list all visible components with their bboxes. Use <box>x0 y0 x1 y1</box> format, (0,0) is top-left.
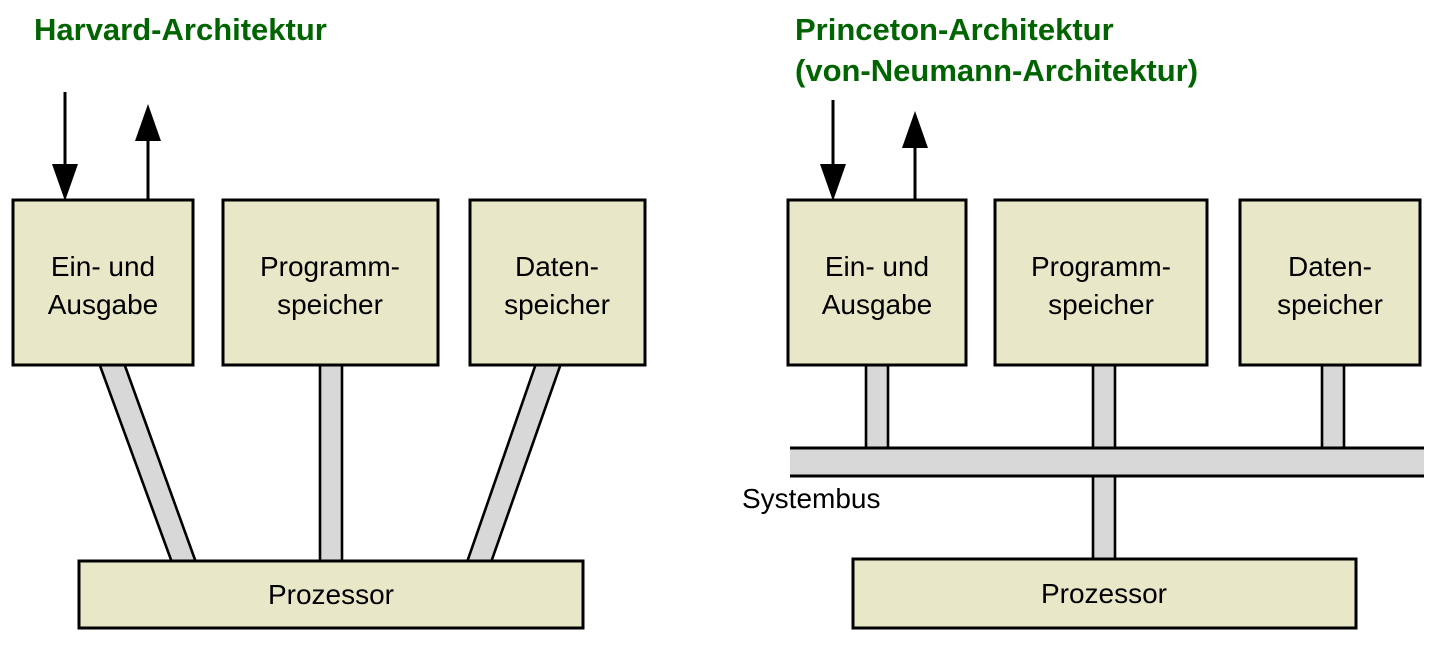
harvard-diagram: Harvard-Architektur Ein- und Ausgabe <box>11 12 647 630</box>
princeton-title-line1: Princeton-Architektur <box>795 12 1114 47</box>
princeton-title-line2: (von-Neumann-Architektur) <box>795 53 1198 88</box>
princeton-system-bus <box>790 446 1424 478</box>
harvard-processor-label: Prozessor <box>268 579 394 610</box>
princeton-stub-processor <box>1091 468 1117 567</box>
princeton-processor-label: Prozessor <box>1041 578 1167 609</box>
harvard-input-arrow <box>52 92 78 201</box>
harvard-bus-progmem <box>318 350 344 570</box>
princeton-stub-io <box>864 350 890 459</box>
princeton-stub-datamem <box>1320 350 1346 459</box>
harvard-bus-io <box>93 350 200 570</box>
princeton-box-datamem: Daten- speicher <box>1238 198 1422 367</box>
princeton-box-io-label-line1: Ein- und <box>825 251 929 282</box>
princeton-processor: Prozessor <box>851 557 1358 630</box>
harvard-bus-datamem <box>463 350 567 570</box>
harvard-box-io: Ein- und Ausgabe <box>11 198 195 367</box>
princeton-box-datamem-label-line2: speicher <box>1277 289 1383 320</box>
harvard-box-io-label-line2: Ausgabe <box>48 289 159 320</box>
princeton-input-arrow <box>820 100 846 201</box>
harvard-box-io-label-line1: Ein- und <box>51 251 155 282</box>
princeton-system-bus-label: Systembus <box>742 483 881 514</box>
princeton-diagram: Princeton-Architektur (von-Neumann-Archi… <box>742 12 1424 630</box>
harvard-box-datamem-label-line1: Daten- <box>515 251 599 282</box>
princeton-output-arrow <box>902 111 928 201</box>
harvard-box-datamem-label-line2: speicher <box>504 289 610 320</box>
princeton-box-io-label-line2: Ausgabe <box>822 289 933 320</box>
princeton-box-progmem-label-line1: Programm- <box>1031 251 1171 282</box>
harvard-box-progmem: Programm- speicher <box>221 198 440 367</box>
harvard-output-arrow <box>135 104 161 201</box>
princeton-box-progmem-label-line2: speicher <box>1048 289 1154 320</box>
princeton-box-progmem: Programm- speicher <box>993 198 1209 367</box>
princeton-box-datamem-label-line1: Daten- <box>1288 251 1372 282</box>
harvard-box-progmem-label-line2: speicher <box>277 289 383 320</box>
princeton-stub-progmem <box>1091 350 1117 459</box>
harvard-title: Harvard-Architektur <box>34 12 327 47</box>
harvard-box-datamem: Daten- speicher <box>468 198 647 367</box>
princeton-box-io: Ein- und Ausgabe <box>786 198 968 367</box>
harvard-processor: Prozessor <box>77 559 585 630</box>
harvard-box-progmem-label-line1: Programm- <box>260 251 400 282</box>
